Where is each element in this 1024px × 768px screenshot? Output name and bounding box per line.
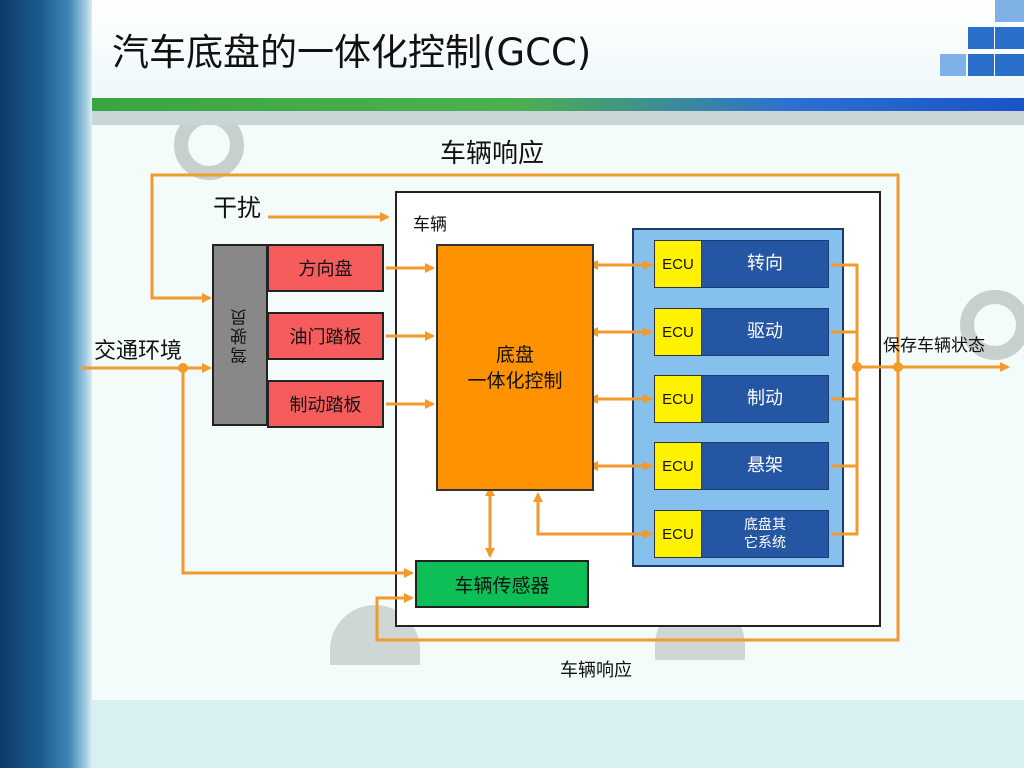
steering-wheel-box: 方向盘 (267, 244, 384, 292)
title-area (92, 0, 1024, 98)
subsystem-steering: 转向 (701, 240, 829, 288)
title-divider-shadow (92, 111, 1024, 125)
chassis-integrated-controller: 底盘 一体化控制 (436, 244, 594, 491)
subsystem-drive: 驱动 (701, 308, 829, 356)
ecu-brake: ECU (654, 375, 702, 423)
traffic-environment-label: 交通环境 (94, 339, 183, 364)
subsystem-brake: 制动 (701, 375, 829, 423)
ecu-suspension: ECU (654, 442, 702, 490)
vehicle-response-bottom-label: 车辆响应 (560, 660, 632, 681)
save-vehicle-state-label: 保存车辆状态 (883, 336, 985, 356)
vehicle-sensors-box: 车辆传感器 (415, 560, 589, 608)
ecu-drive: ECU (654, 308, 702, 356)
brake-pedal-box: 制动踏板 (267, 380, 384, 428)
left-gradient-bar (0, 0, 92, 768)
driver-label: 驾驶员 (230, 306, 251, 364)
slide-title: 汽车底盘的一体化控制(GCC) (112, 31, 592, 74)
ecu-steering: ECU (654, 240, 702, 288)
disturbance-label: 干扰 (213, 194, 261, 222)
subsystem-other-chassis: 底盘其 它系统 (701, 510, 829, 558)
bottom-strip (92, 700, 1024, 768)
title-divider-band (92, 98, 1024, 111)
subsystem-suspension: 悬架 (701, 442, 829, 490)
vehicle-label: 车辆 (413, 215, 447, 235)
throttle-pedal-box: 油门踏板 (267, 312, 384, 360)
vehicle-response-top-label: 车辆响应 (440, 139, 545, 169)
driver-box: 驾驶员 (212, 244, 268, 426)
controller-label-line1: 底盘 (495, 343, 534, 366)
ecu-other-chassis: ECU (654, 510, 702, 558)
controller-label-line2: 一体化控制 (467, 369, 563, 392)
